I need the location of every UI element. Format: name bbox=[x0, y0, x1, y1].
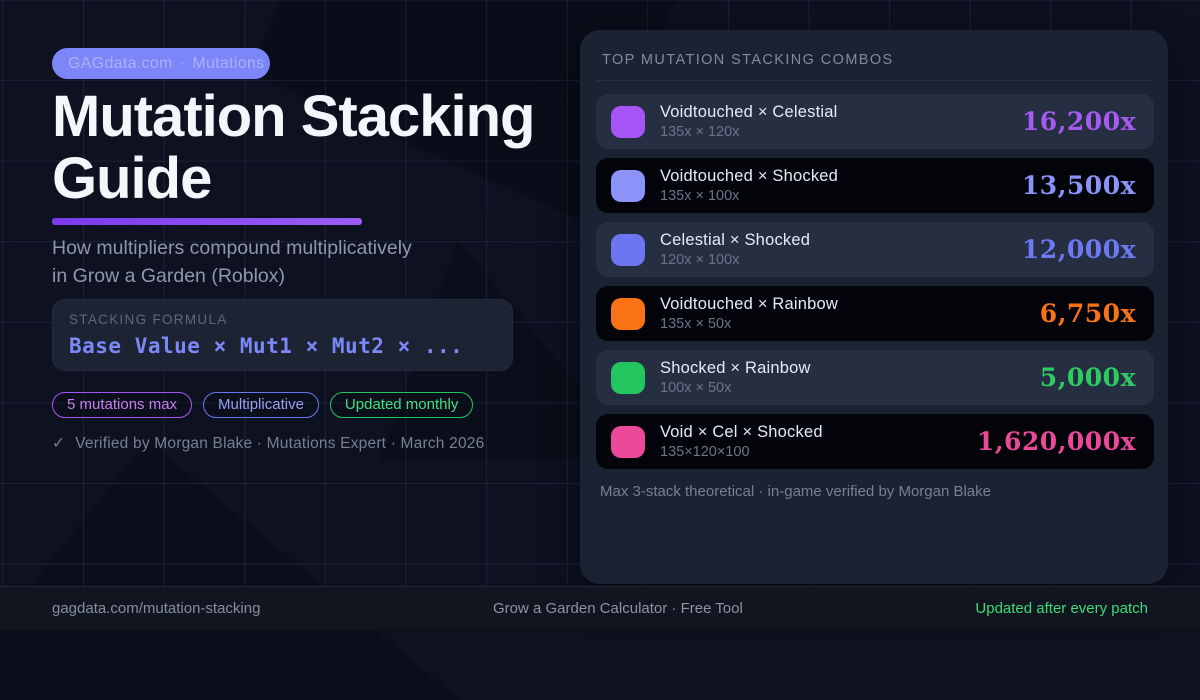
hero-section: GAGdata.com · Mutations Mutation Stacking … bbox=[52, 48, 535, 453]
mutation-swatch-icon bbox=[611, 169, 645, 202]
badges-row: 5 mutations max Multiplicative Updated m… bbox=[52, 392, 474, 418]
combo-row[interactable]: Void × Cel × Shocked 135×120×100 1,620,0… bbox=[596, 414, 1154, 469]
combo-row[interactable]: Voidtouched × Shocked 135x × 100x 13,500… bbox=[596, 158, 1154, 213]
combo-value: 12,000x bbox=[1021, 235, 1136, 264]
verified-text: Verified by Morgan Blake · Mutations Exp… bbox=[75, 435, 485, 452]
title-accent-underline bbox=[52, 218, 362, 225]
combo-name: Voidtouched × Shocked bbox=[660, 167, 839, 185]
formula-label: STACKING FORMULA bbox=[69, 312, 228, 327]
brand-separator: · bbox=[179, 55, 186, 72]
subtitle-line1: How multipliers compound multiplicativel… bbox=[52, 237, 412, 259]
mutation-swatch-icon bbox=[611, 361, 645, 394]
combo-name: Voidtouched × Rainbow bbox=[660, 295, 839, 313]
combo-value: 5,000x bbox=[1039, 363, 1136, 392]
footer-tool-label: Grow a Garden Calculator · Free Tool bbox=[493, 600, 743, 617]
badge-updated-monthly: Updated monthly bbox=[329, 392, 474, 418]
combo-name: Celestial × Shocked bbox=[660, 231, 811, 249]
combo-formula: 135x × 120x bbox=[660, 124, 740, 140]
page-title: Mutation Stacking Guide bbox=[52, 84, 535, 211]
panel-footnote: Max 3-stack theoretical · in-game verifi… bbox=[600, 483, 991, 500]
footer-bar: gagdata.com/mutation-stacking Grow a Gar… bbox=[0, 586, 1200, 630]
subtitle-line2: in Grow a Garden (Roblox) bbox=[52, 264, 286, 287]
panel-divider bbox=[596, 80, 1154, 81]
combo-formula: 120x × 100x bbox=[660, 252, 740, 268]
mutation-swatch-icon bbox=[611, 297, 645, 330]
page-title-line2: Guide bbox=[52, 146, 212, 211]
footer-url[interactable]: gagdata.com/mutation-stacking bbox=[52, 600, 261, 617]
mutation-swatch-icon bbox=[611, 233, 645, 266]
verified-line: ✓ Verified by Morgan Blake · Mutations Ex… bbox=[52, 434, 484, 453]
badge-mutations-max: 5 mutations max bbox=[52, 392, 193, 418]
combo-row[interactable]: Voidtouched × Celestial 135x × 120x 16,2… bbox=[596, 94, 1154, 149]
footer-updated-label: Updated after every patch bbox=[975, 600, 1148, 617]
combo-name: Voidtouched × Celestial bbox=[660, 103, 838, 121]
combo-name: Shocked × Rainbow bbox=[660, 359, 811, 377]
panel-header: TOP MUTATION STACKING COMBOS bbox=[602, 52, 894, 68]
mutation-swatch-icon bbox=[611, 105, 645, 138]
brand-site: GAGdata.com bbox=[68, 55, 173, 72]
top-combos-panel: TOP MUTATION STACKING COMBOS Voidtouched… bbox=[580, 30, 1168, 584]
combo-formula: 100x × 50x bbox=[660, 380, 732, 396]
brand-section: Mutations bbox=[192, 55, 265, 72]
stacking-formula-card: STACKING FORMULA Base Value × Mut1 × Mut… bbox=[52, 299, 513, 371]
combo-formula: 135x × 50x bbox=[660, 316, 732, 332]
combo-row[interactable]: Celestial × Shocked 120x × 100x 12,000x bbox=[596, 222, 1154, 277]
combo-value: 1,620,000x bbox=[976, 427, 1136, 456]
brand-pill[interactable]: GAGdata.com · Mutations bbox=[52, 48, 270, 79]
badge-multiplicative: Multiplicative bbox=[203, 392, 319, 418]
formula-expression: Base Value × Mut1 × Mut2 × ... bbox=[69, 334, 464, 358]
combo-value: 16,200x bbox=[1021, 107, 1136, 136]
checkmark-icon: ✓ bbox=[52, 435, 66, 452]
combo-formula: 135x × 100x bbox=[660, 188, 740, 204]
mutation-swatch-icon bbox=[611, 425, 645, 458]
combo-row[interactable]: Voidtouched × Rainbow 135x × 50x 6,750x bbox=[596, 286, 1154, 341]
combo-value: 13,500x bbox=[1021, 171, 1136, 200]
combo-formula: 135×120×100 bbox=[660, 444, 750, 460]
subtitle: How multipliers compound multiplicativel… bbox=[52, 235, 412, 290]
combo-value: 6,750x bbox=[1039, 299, 1136, 328]
combo-row[interactable]: Shocked × Rainbow 100x × 50x 5,000x bbox=[596, 350, 1154, 405]
combo-name: Void × Cel × Shocked bbox=[660, 423, 823, 441]
page-title-line1: Mutation Stacking bbox=[52, 84, 535, 149]
